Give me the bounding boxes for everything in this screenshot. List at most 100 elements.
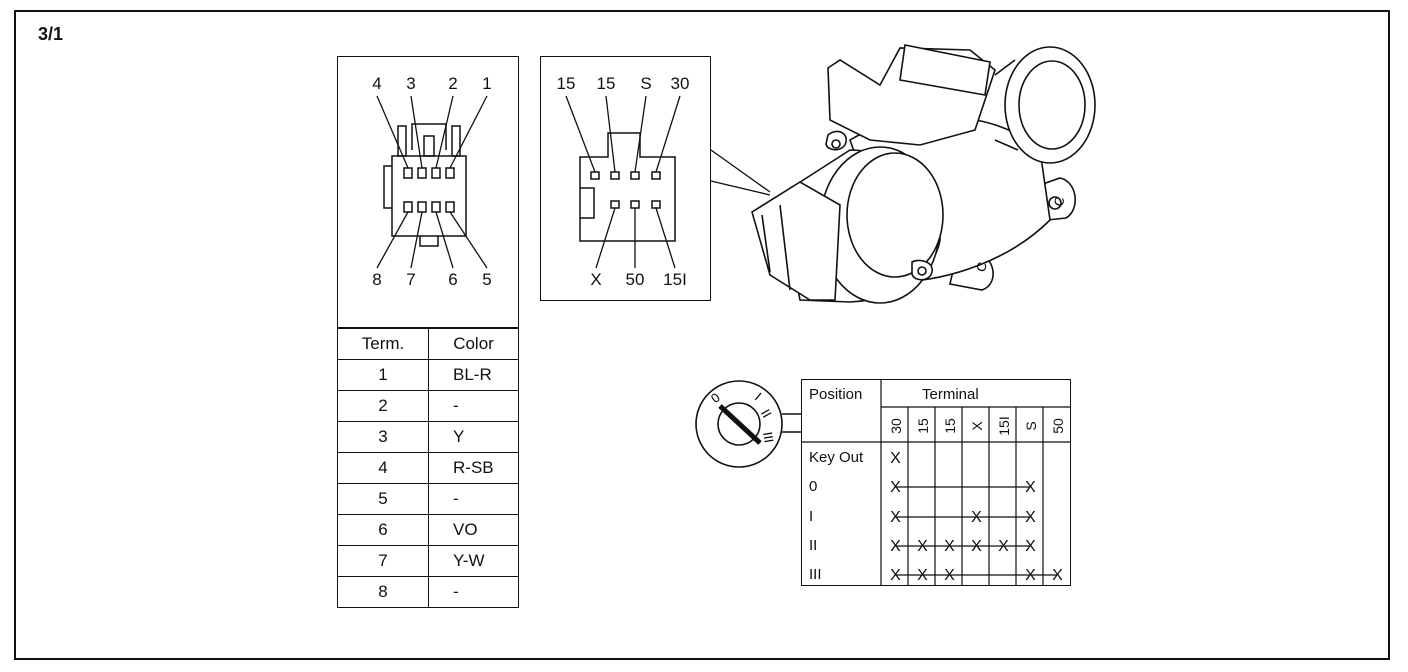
- color-cell: R-SB: [428, 452, 519, 484]
- connector-pinout-box: [337, 56, 519, 328]
- terminal-header-label: 50: [1049, 418, 1066, 434]
- dial-label-II: II: [758, 407, 775, 421]
- pin-leader: [449, 211, 488, 269]
- connection-mark: X: [890, 538, 901, 555]
- connection-mark: X: [944, 567, 955, 584]
- position-label: Key Out: [809, 449, 864, 466]
- connection-mark: X: [890, 479, 901, 496]
- term-cell: 1: [337, 359, 429, 391]
- connector-pin-label: 1: [482, 74, 492, 93]
- dial-label-I: I: [752, 390, 764, 404]
- position-label: 0: [809, 478, 818, 495]
- connection-mark: X: [971, 538, 982, 555]
- color-cell: Y: [428, 421, 519, 453]
- terminal-header: 15: [909, 410, 936, 442]
- connection-mark: X: [917, 567, 928, 584]
- key-dial: [695, 380, 801, 468]
- connector-pin: [445, 167, 455, 179]
- pin-leader: [435, 95, 454, 169]
- connector-pin-label: 5: [482, 270, 492, 289]
- term-cell: 8: [337, 576, 429, 608]
- switch-pin-label: 15I: [663, 270, 687, 289]
- pin-leader: [376, 211, 409, 269]
- dial-label-III: III: [760, 431, 777, 444]
- connector-pin-label: 7: [406, 270, 416, 289]
- terminal-header-label: 30: [887, 418, 904, 434]
- pin-leader: [410, 95, 423, 169]
- position-label: II: [809, 537, 818, 554]
- pin-leader: [435, 211, 454, 269]
- terminal-header-label: S: [1022, 421, 1039, 431]
- callout-line: [710, 149, 771, 196]
- switch-pin-label: 50: [625, 270, 645, 289]
- connector-pin: [403, 201, 413, 213]
- color-cell: -: [428, 576, 519, 608]
- switch-pin: [630, 200, 640, 209]
- table-header-row: Term. Color: [337, 328, 519, 360]
- pin-leader: [655, 95, 681, 173]
- connection-mark: X: [971, 509, 982, 526]
- terminal-header-label: 15I: [995, 416, 1012, 436]
- terminal-header-label: 15: [914, 418, 931, 434]
- switch-pin: [610, 200, 620, 209]
- term-cell: 2: [337, 390, 429, 422]
- terminal-header-label: 15: [941, 418, 958, 434]
- switch-pin-label: 15: [596, 74, 616, 93]
- connector-pin-label: 8: [372, 270, 382, 289]
- pin-leader: [376, 95, 409, 169]
- connection-mark: X: [1052, 567, 1063, 584]
- switch-pin-label: 30: [670, 74, 690, 93]
- connector-pin: [417, 201, 427, 213]
- color-cell: VO: [428, 514, 519, 546]
- term-cell: 4: [337, 452, 429, 484]
- switch-pin: [651, 200, 661, 209]
- connection-mark: X: [1025, 509, 1036, 526]
- connector-pin-label: 3: [406, 74, 416, 93]
- terminal-header: X: [963, 410, 990, 442]
- table-row: 8-: [337, 576, 519, 608]
- pin-leader: [634, 95, 647, 173]
- position-label: I: [809, 508, 814, 525]
- terminal-header: 15I: [990, 410, 1017, 442]
- switch-pin: [610, 171, 620, 180]
- color-cell: -: [428, 483, 519, 515]
- switch-pin: [590, 171, 600, 180]
- connection-mark: X: [890, 450, 901, 467]
- connector-pin: [417, 167, 427, 179]
- connector-pin: [431, 167, 441, 179]
- connector-pin: [431, 201, 441, 213]
- connector-pin-label: 6: [448, 270, 458, 289]
- connector-pin-label: 2: [448, 74, 458, 93]
- terminal-header: 15: [936, 410, 963, 442]
- connector-pin: [445, 201, 455, 213]
- color-cell: -: [428, 390, 519, 422]
- term-cell: 5: [337, 483, 429, 515]
- table-row: 2-: [337, 390, 519, 422]
- pin-leader: [449, 95, 488, 169]
- terminal-header: S: [1017, 410, 1044, 442]
- switch-connector-box: [540, 56, 711, 301]
- header-term: Term.: [337, 328, 429, 360]
- pin-leader: [565, 95, 596, 173]
- connector-pin-label: 4: [372, 74, 382, 93]
- header-color: Color: [428, 328, 519, 360]
- diagram-frame: [14, 10, 1390, 660]
- pin-leader: [410, 211, 423, 269]
- switch-pin: [651, 171, 661, 180]
- pin-leader: [605, 95, 616, 173]
- connection-mark: X: [1025, 538, 1036, 555]
- connection-mark: X: [944, 538, 955, 555]
- header-terminal: Terminal: [922, 386, 979, 403]
- connection-mark: X: [1025, 479, 1036, 496]
- pin-leader: [655, 207, 676, 269]
- switch-pin-label: 15: [556, 74, 576, 93]
- switch-pin-label: S: [640, 74, 652, 93]
